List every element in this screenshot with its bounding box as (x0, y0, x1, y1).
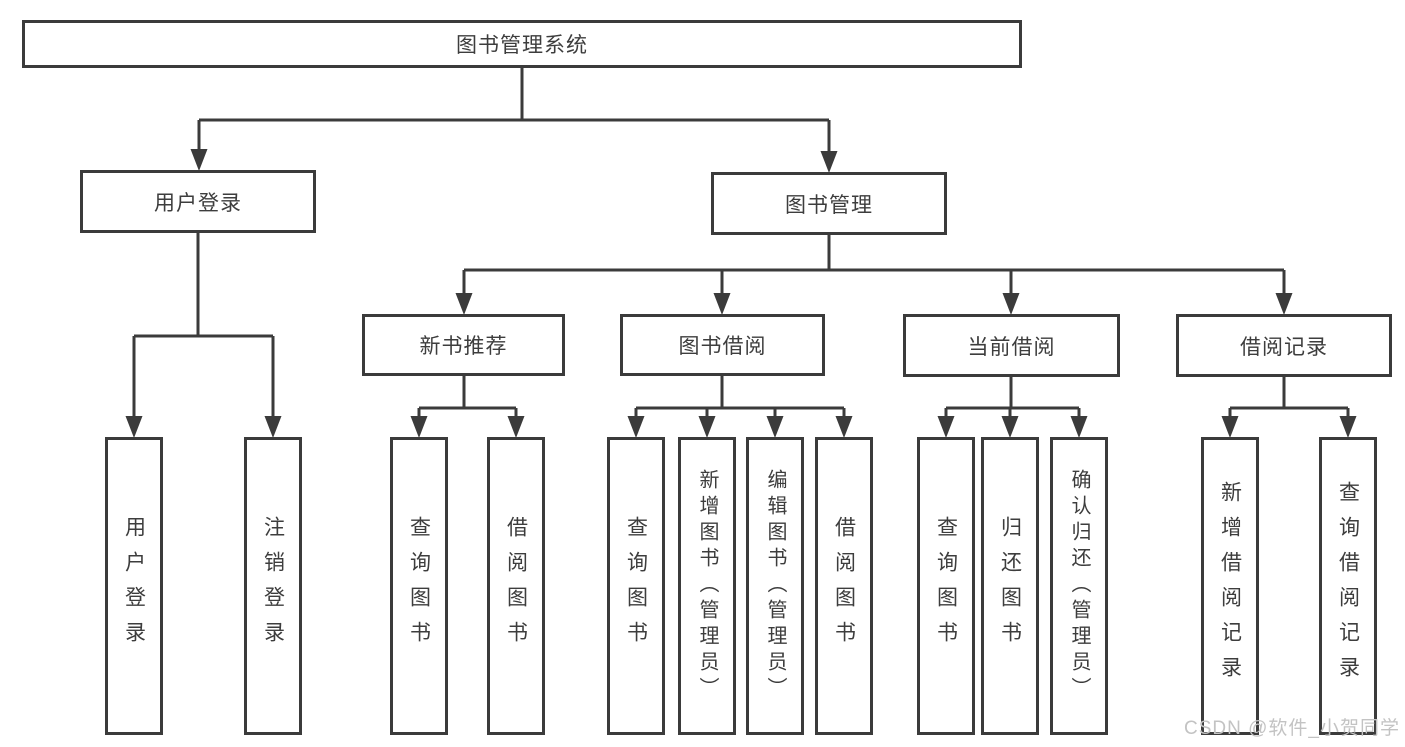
leaf-label: 新增借阅记录 (1218, 481, 1242, 691)
leaf-label: 查询借阅记录 (1336, 481, 1360, 691)
leaf-label: 编辑图书（管理员） (764, 469, 786, 703)
watermark: CSDN @软件_小贺同学 (1184, 718, 1400, 739)
node-user-login: 用户登录 (80, 170, 316, 233)
leaf-label: 注销登录 (261, 516, 285, 656)
leaf-query-books-current: 查询图书 (917, 437, 975, 735)
node-label: 借阅记录 (1240, 335, 1328, 359)
leaf-label: 确认归还（管理员） (1068, 469, 1090, 703)
leaf-label: 借阅图书 (832, 516, 856, 656)
leaf-logout: 注销登录 (244, 437, 302, 735)
node-new-book-recommend: 新书推荐 (362, 314, 565, 376)
node-root-library-system: 图书管理系统 (22, 20, 1022, 68)
node-label: 新书推荐 (419, 335, 508, 358)
leaf-label: 借阅图书 (504, 516, 528, 656)
leaf-label: 归还图书 (998, 516, 1022, 656)
node-label: 当前借阅 (967, 335, 1056, 359)
connector-path (132, 68, 1350, 420)
node-label: 图书管理 (785, 193, 873, 217)
leaf-user-login: 用户登录 (105, 437, 163, 735)
node-book-borrow: 图书借阅 (620, 314, 825, 376)
leaf-query-books-recommend: 查询图书 (390, 437, 448, 735)
leaf-borrow-books-recommend: 借阅图书 (487, 437, 545, 735)
node-borrow-records: 借阅记录 (1176, 314, 1392, 377)
leaf-label: 新增图书（管理员） (696, 469, 718, 703)
node-book-management: 图书管理 (711, 172, 947, 235)
leaf-label: 查询图书 (407, 516, 431, 656)
leaf-add-book-admin: 新增图书（管理员） (678, 437, 736, 735)
leaf-query-borrow-record: 查询借阅记录 (1319, 437, 1377, 735)
leaf-label: 查询图书 (624, 516, 648, 656)
node-current-borrow: 当前借阅 (903, 314, 1120, 377)
node-label: 用户登录 (154, 191, 242, 215)
leaf-label: 用户登录 (122, 516, 146, 656)
leaf-add-borrow-record: 新增借阅记录 (1201, 437, 1259, 735)
node-label: 图书借阅 (678, 335, 767, 358)
leaf-confirm-return-admin: 确认归还（管理员） (1050, 437, 1108, 735)
node-label: 图书管理系统 (456, 34, 588, 57)
leaf-return-book: 归还图书 (981, 437, 1039, 735)
leaf-edit-book-admin: 编辑图书（管理员） (746, 437, 804, 735)
leaf-label: 查询图书 (934, 516, 958, 656)
leaf-query-books-borrow: 查询图书 (607, 437, 665, 735)
leaf-borrow-books: 借阅图书 (815, 437, 873, 735)
